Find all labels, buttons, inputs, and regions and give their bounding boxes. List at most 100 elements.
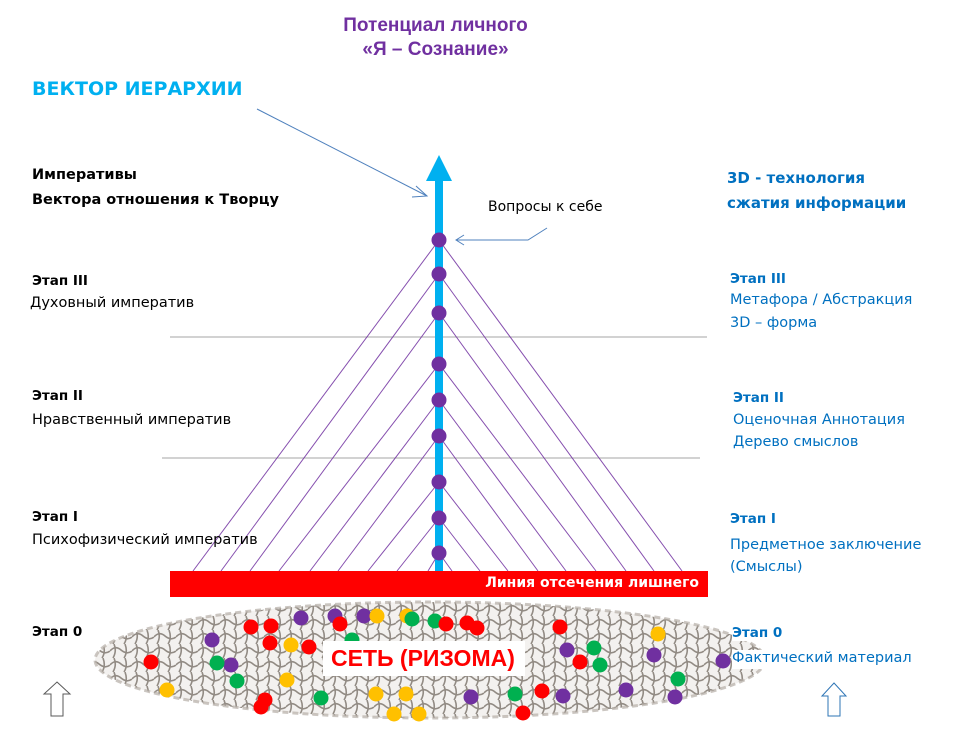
fan-line-right-5 <box>438 399 567 572</box>
rhizome-node <box>209 655 225 671</box>
rhizome-node <box>386 706 402 722</box>
fan-line-right-3 <box>438 312 627 572</box>
rhizome-node <box>650 626 666 642</box>
diagram-title-line2: «Я – Сознание» <box>362 39 509 60</box>
fan-line-left-1 <box>192 239 440 572</box>
diagram-title: Потенциал личного «Я – Сознание» <box>0 14 871 62</box>
rhizome-node <box>469 620 485 636</box>
rhizome-node <box>411 706 427 722</box>
rhizome-node <box>332 616 348 632</box>
rhizome-node <box>279 672 295 688</box>
rhizome-node <box>592 657 608 673</box>
right-stage-3-desc2: 3D – форма <box>730 315 818 331</box>
fan-line-left-8 <box>396 517 440 572</box>
rhizome-node <box>243 619 259 635</box>
left-stage-1-title: Этап I <box>32 509 78 525</box>
hierarchy-node <box>431 545 447 561</box>
rhizome-node <box>283 637 299 653</box>
rhizome-node <box>463 689 479 705</box>
rhizome-node <box>646 647 662 663</box>
rhizome-node <box>229 673 245 689</box>
left-stage-3-desc: Духовный императив <box>30 295 195 311</box>
diagram-title-line1: Потенциал личного <box>343 15 528 36</box>
rhizome-node <box>507 686 523 702</box>
fan-line-left-5 <box>309 399 440 572</box>
rhizome-node <box>670 671 686 687</box>
right-stage-1-desc2: (Смыслы) <box>730 559 803 575</box>
rhizome-node <box>143 654 159 670</box>
fan-line-right-1 <box>438 239 683 572</box>
rhizome-node <box>313 690 329 706</box>
fan-line-right-8 <box>438 517 481 572</box>
hierarchy-node <box>431 356 447 372</box>
fan-line-left-4 <box>278 363 440 572</box>
rhizome-node <box>253 699 269 715</box>
rhizome-node <box>301 639 317 655</box>
right-header-line1: 3D - технология <box>727 169 866 187</box>
rhizome-node <box>368 686 384 702</box>
right-stage-1-title: Этап I <box>730 511 776 527</box>
rhizome-node <box>586 640 602 656</box>
right-stage-2-desc2: Дерево смыслов <box>733 434 859 450</box>
hierarchy-node <box>431 474 447 490</box>
rhizome-node <box>667 689 683 705</box>
vector-pointer-line <box>256 108 428 197</box>
left-stage-2-desc: Нравственный императив <box>32 412 232 428</box>
fan-line-right-4 <box>438 363 597 572</box>
rhizome-node <box>159 682 175 698</box>
fan-line-right-7 <box>438 481 509 572</box>
right-up-arrow-icon <box>820 682 848 717</box>
rhizome-node <box>356 608 372 624</box>
rhizome-node <box>404 611 420 627</box>
rhizome-node <box>438 616 454 632</box>
fan-line-left-3 <box>249 312 440 572</box>
right-stage-3-desc1: Метафора / Абстракция <box>730 292 913 308</box>
right-stage-2-title: Этап II <box>733 390 784 406</box>
hierarchy-node <box>431 392 447 408</box>
rhizome-label: СЕТЬ (РИЗОМА) <box>323 641 525 676</box>
rhizome-node <box>534 683 550 699</box>
left-stage-0-title: Этап 0 <box>32 624 83 640</box>
hierarchy-node <box>431 232 447 248</box>
rhizome-node <box>293 610 309 626</box>
hierarchy-node <box>431 266 447 282</box>
right-stage-2-desc1: Оценочная Аннотация <box>733 412 905 428</box>
rhizome-node <box>715 653 731 669</box>
fan-line-left-7 <box>367 481 440 572</box>
rhizome-node <box>555 688 571 704</box>
questions-label: Вопросы к себе <box>488 199 603 215</box>
questions-pointer-line <box>456 227 548 241</box>
hierarchy-vector-arrowhead-icon <box>426 155 452 181</box>
vector-pointer-arrowhead-icon <box>411 185 429 198</box>
hierarchy-nodes <box>431 232 447 561</box>
rhizome-node <box>369 608 385 624</box>
rhizome-node <box>204 632 220 648</box>
left-header-line2: Вектора отношения к Творцу <box>32 192 279 208</box>
left-header-line1: Императивы <box>32 167 137 183</box>
rhizome-node <box>263 618 279 634</box>
questions-pointer-arrowhead-icon <box>455 234 465 246</box>
cut-line-bar <box>170 571 708 597</box>
hierarchy-node <box>431 428 447 444</box>
vector-hierarchy-label: ВЕКТОР ИЕРАРХИИ <box>32 78 243 100</box>
fan-line-right-6 <box>438 435 539 572</box>
rhizome-node <box>398 686 414 702</box>
rhizome-node <box>618 682 634 698</box>
rhizome-node <box>223 657 239 673</box>
fan-line-right-2 <box>438 273 655 572</box>
right-stage-0-title: Этап 0 <box>732 625 787 641</box>
rhizome-node <box>262 635 278 651</box>
right-stage-3-title: Этап III <box>730 271 786 287</box>
right-stage-1-desc1: Предметное заключение <box>730 537 922 553</box>
right-header-line2: сжатия информации <box>727 194 907 212</box>
rhizome-node <box>552 619 568 635</box>
fan-line-left-6 <box>337 435 440 572</box>
rhizome-node <box>515 705 531 721</box>
left-stage-3-title: Этап III <box>32 273 88 289</box>
cut-line-label: Линия отсечения лишнего <box>485 575 699 591</box>
right-stage-0-desc1: Фактический материал <box>732 650 916 669</box>
hierarchy-node <box>431 510 447 526</box>
left-up-arrow-icon <box>42 681 72 717</box>
rhizome-node <box>559 642 575 658</box>
fan-line-left-2 <box>220 273 440 572</box>
